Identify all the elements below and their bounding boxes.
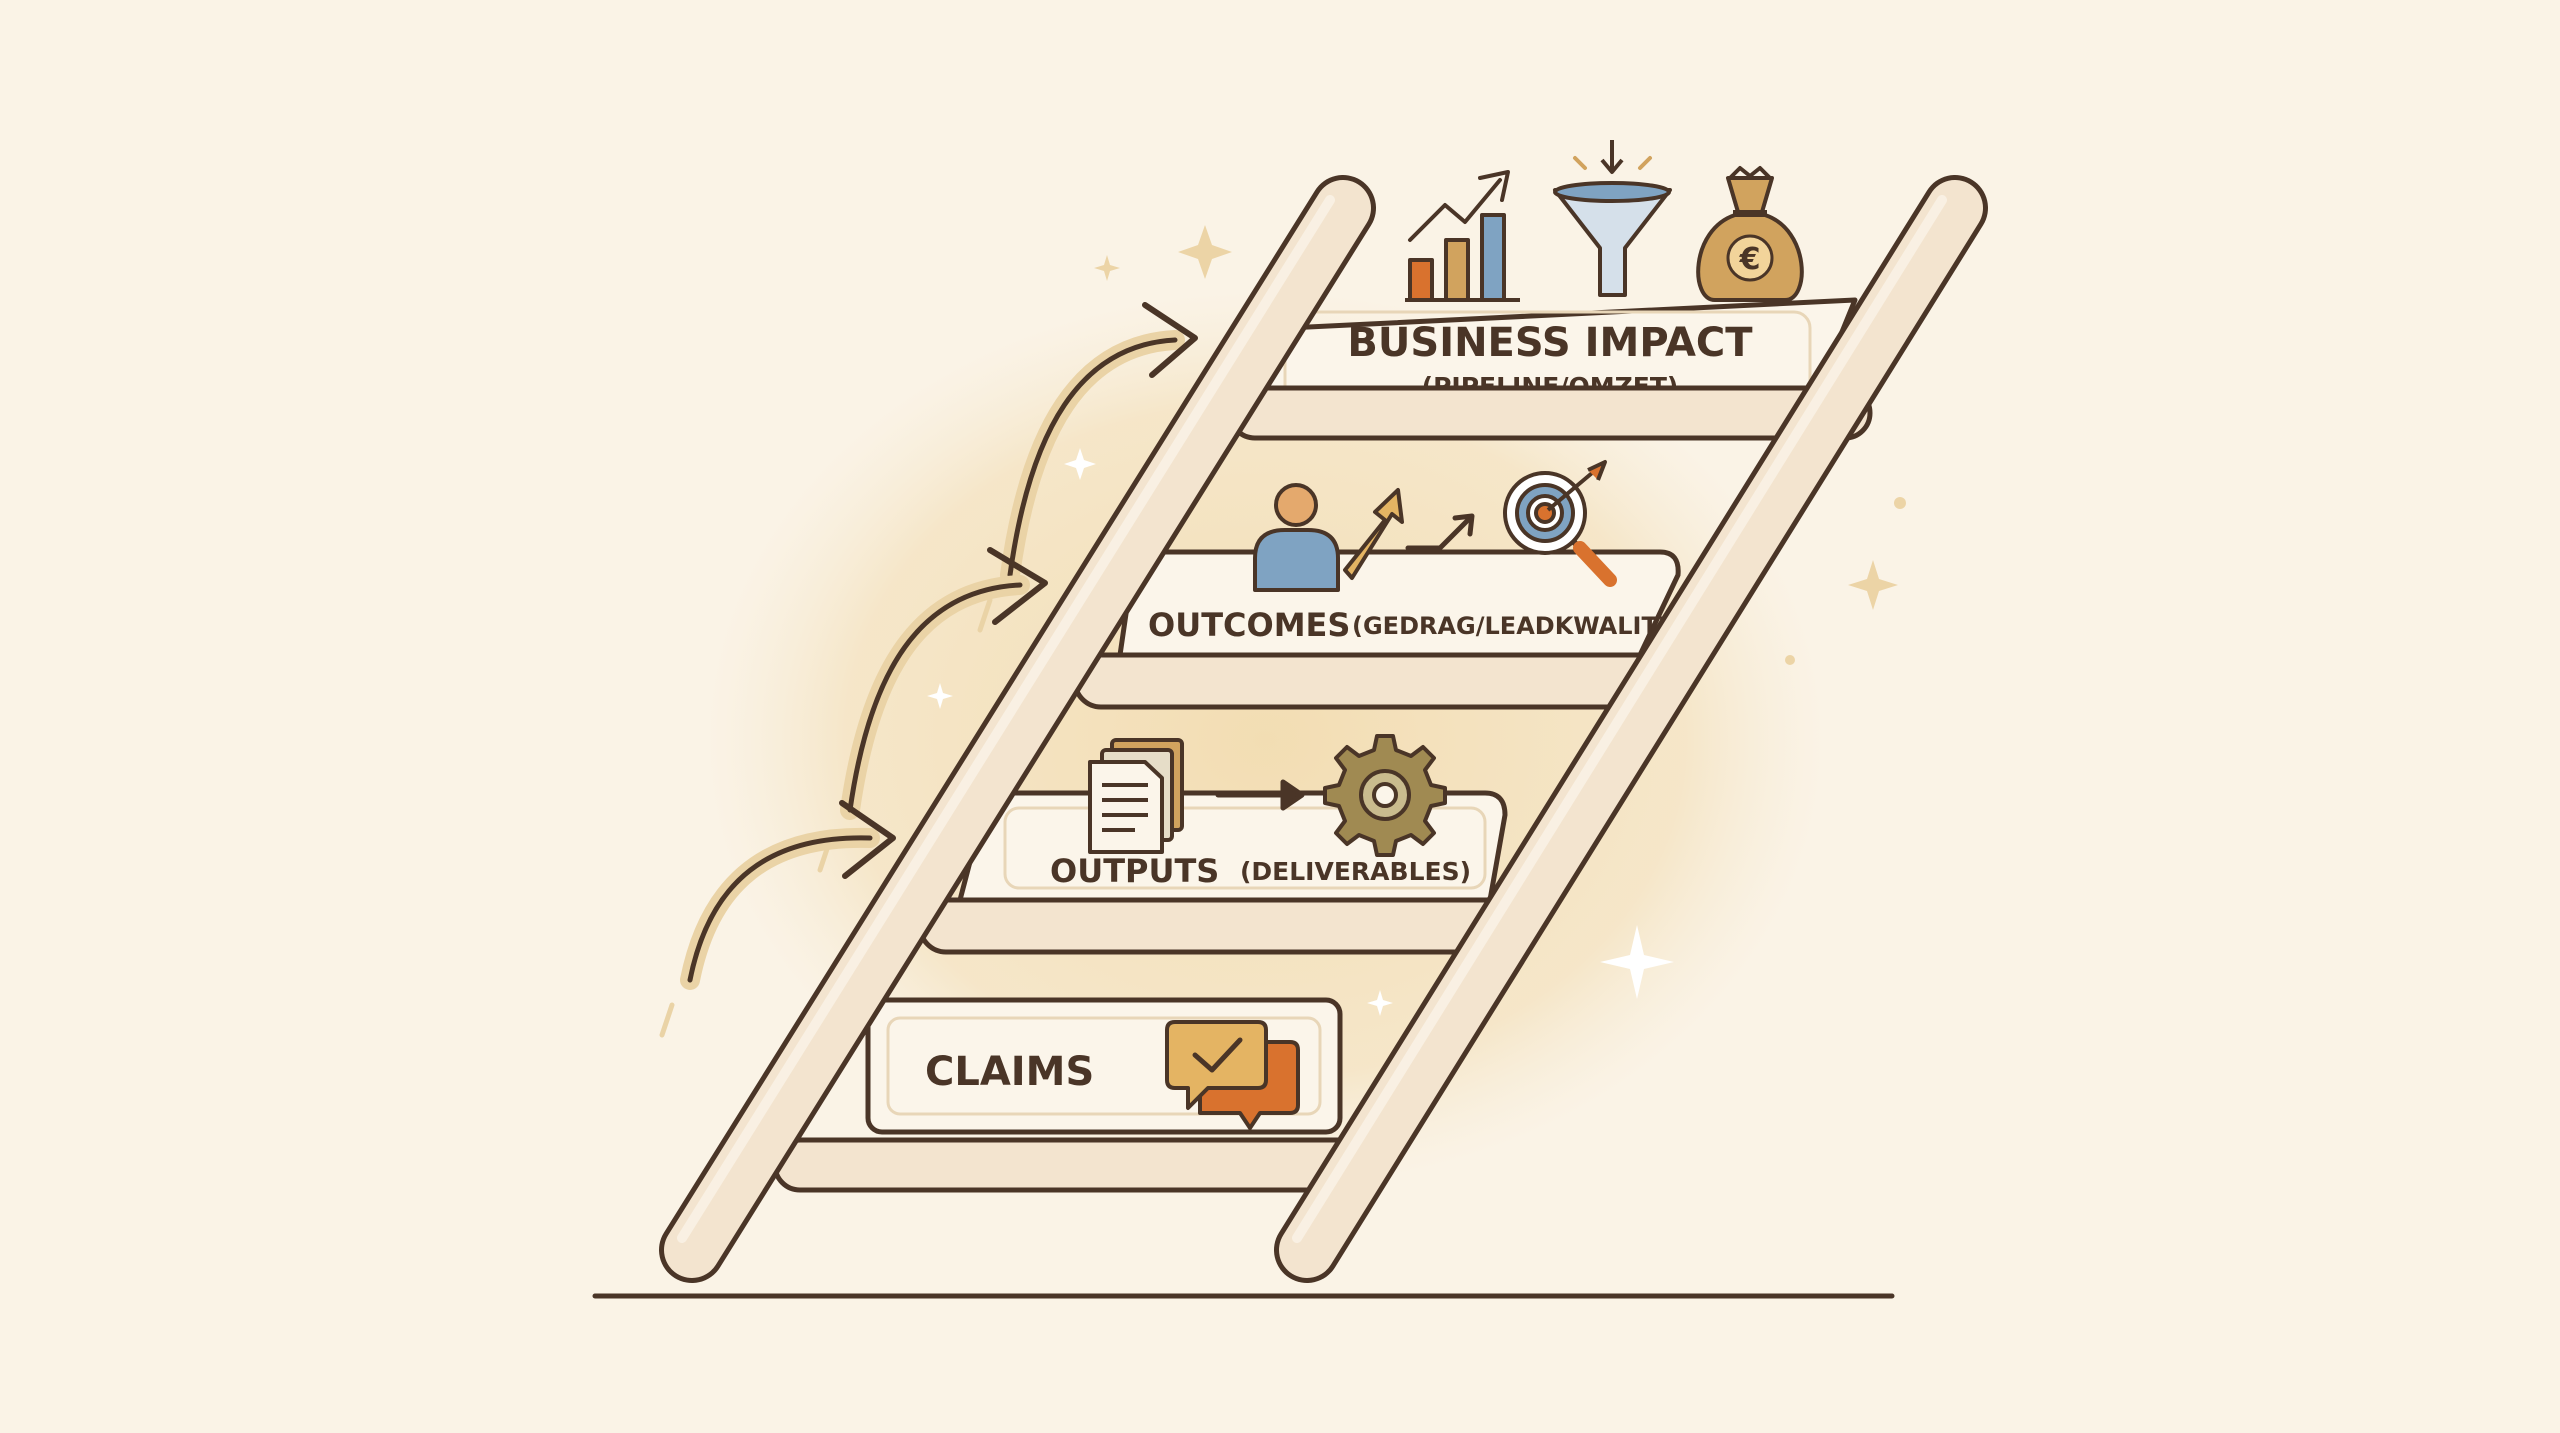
level-subtitle: (DELIVERABLES)	[1240, 857, 1471, 886]
gear-icon	[1323, 734, 1447, 857]
ladder-rail-right	[1274, 175, 1988, 1283]
arrow-right-icon	[1215, 779, 1305, 811]
rising-arrow-bottom	[659, 800, 896, 1038]
rising-arrow-top	[977, 302, 1198, 633]
ladder-rung	[917, 897, 1513, 955]
level-card-inner	[886, 1016, 1322, 1116]
bar-chart-growth-icon	[1405, 170, 1520, 302]
arrow-up-right-icon	[1343, 488, 1475, 580]
chat-check-icon	[1165, 1020, 1300, 1130]
ladder-rung	[1227, 385, 1873, 441]
level-title: OUTPUTS	[1050, 852, 1219, 890]
target-magnifier-icon	[1503, 460, 1617, 587]
document-stack-icon	[1088, 738, 1184, 854]
level-title: CLAIMS	[925, 1049, 1094, 1095]
money-bag-euro-icon: €	[1696, 166, 1804, 302]
sparkle-icon	[927, 225, 1906, 1016]
ladder-rung	[1072, 652, 1668, 710]
ladder-rung	[772, 1137, 1368, 1193]
level-title: BUSINESS IMPACT	[1347, 320, 1753, 366]
level-title: OUTCOMES	[1148, 606, 1350, 644]
money-symbol: €	[1739, 242, 1761, 277]
ladder-rungs	[772, 385, 1873, 1193]
level-card-inner	[1003, 806, 1487, 890]
ladder-rail-left	[659, 175, 1376, 1283]
person-growth-icon	[1253, 483, 1340, 592]
funnel-icon	[1553, 140, 1672, 297]
level-outcomes: OUTCOMES (GEDRAG/LEADKWALITEIT)	[1117, 549, 1711, 658]
